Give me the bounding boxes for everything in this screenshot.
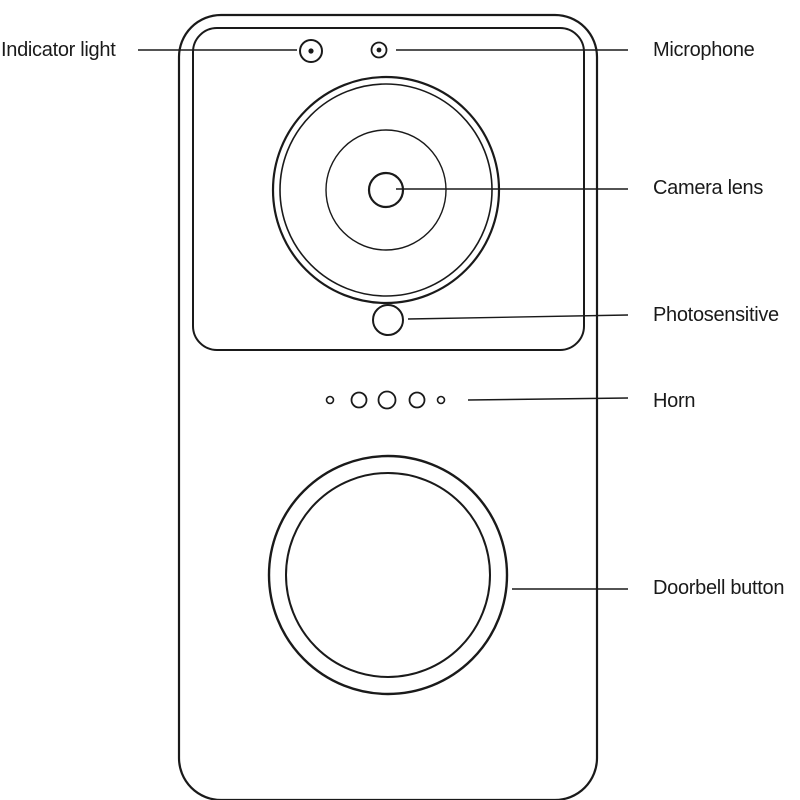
camera-lens-label: Camera lens — [653, 177, 763, 199]
photosensitive-leader — [407, 314, 629, 320]
doorbell-button-icon — [267, 454, 509, 696]
horn-holes-icon — [325, 390, 446, 410]
camera-lens-icon — [271, 75, 501, 305]
microphone-icon — [370, 41, 388, 59]
photosensitive-label: Photosensitive — [653, 304, 779, 326]
microphone-label: Microphone — [653, 39, 755, 61]
indicator-light-icon — [299, 39, 323, 63]
indicator-light-label: Indicator light — [1, 39, 116, 61]
horn-label: Horn — [653, 390, 695, 412]
doorbell-body — [177, 13, 599, 800]
horn-leader — [467, 397, 629, 401]
photosensitive-sensor-icon — [372, 304, 404, 336]
doorbell-button-label: Doorbell button — [653, 577, 784, 599]
